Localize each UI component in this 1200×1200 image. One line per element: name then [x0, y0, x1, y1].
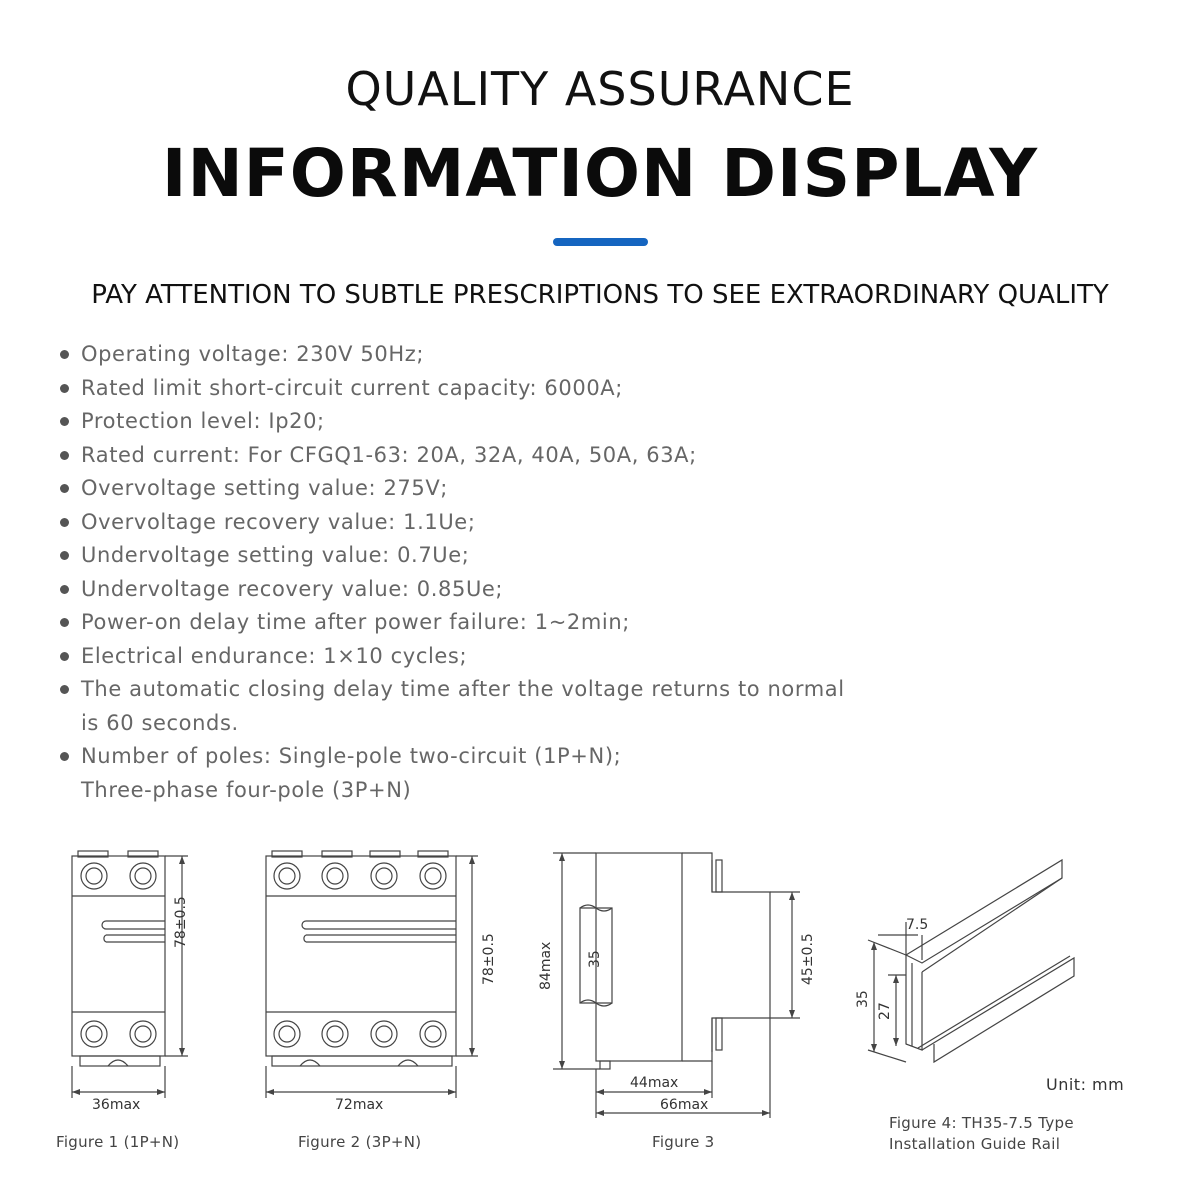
figure-4-caption-line1: Figure 4: TH35-7.5 Type — [889, 1114, 1074, 1132]
spec-item: Overvoltage setting value: 275V; — [58, 472, 918, 506]
figure-4-drawing — [867, 858, 1075, 1064]
figure-2-caption: Figure 2 (3P+N) — [298, 1133, 422, 1151]
spec-text: Protection level: Ip20; — [81, 409, 325, 433]
spec-list: Operating voltage: 230V 50Hz; Rated limit… — [58, 338, 918, 807]
spec-text: Number of poles: Single-pole two-circuit… — [81, 744, 622, 768]
spec-item: Rated current: For CFGQ1-63: 20A, 32A, 4… — [58, 439, 918, 473]
fig3-inner-label: 35 — [587, 950, 603, 968]
spec-item: Overvoltage recovery value: 1.1Ue; — [58, 506, 918, 540]
figure-2-drawing — [265, 850, 478, 1098]
fig4-inner-label: 27 — [877, 1002, 893, 1020]
figure-1-caption: Figure 1 (1P+N) — [56, 1133, 180, 1151]
bullet-icon — [60, 383, 69, 393]
bullet-icon — [60, 685, 69, 694]
fig3-height-label: 84max — [538, 941, 554, 990]
spec-text: is 60 seconds. — [81, 710, 239, 735]
spec-item: The automatic closing delay time after t… — [58, 673, 918, 740]
bullet-icon — [60, 484, 69, 493]
spec-item: Electrical endurance: 1×10 cycles; — [58, 640, 918, 674]
spec-text: Power-on delay time after power failure:… — [81, 610, 630, 634]
fig2-height-label: 78±0.5 — [481, 933, 497, 985]
figure-1-drawing — [71, 850, 188, 1098]
accent-divider — [553, 238, 648, 246]
bullet-icon — [60, 584, 69, 594]
figure-4-caption-line2: Installation Guide Rail — [889, 1135, 1061, 1153]
spec-text: The automatic closing delay time after t… — [81, 677, 845, 701]
spec-item: Operating voltage: 230V 50Hz; — [58, 338, 918, 372]
fig1-width-label: 36max — [92, 1097, 141, 1113]
spec-text: Overvoltage recovery value: 1.1Ue; — [81, 509, 476, 534]
fig3-right-label: 45±0.5 — [800, 933, 816, 985]
fig2-width-label: 72max — [335, 1097, 384, 1113]
fig4-top-label: 7.5 — [906, 917, 929, 933]
unit-label: Unit: mm — [1046, 1075, 1125, 1094]
spec-text: Operating voltage: 230V 50Hz; — [81, 342, 425, 366]
spec-text: Undervoltage recovery value: 0.85Ue; — [81, 576, 504, 601]
spec-text: Electrical endurance: 1×10 cycles; — [81, 643, 468, 668]
spec-text: Rated current: For CFGQ1-63: 20A, 32A, 4… — [81, 442, 697, 467]
bullet-icon — [60, 651, 69, 661]
spec-item: Rated limit short-circuit current capaci… — [58, 372, 918, 406]
spec-text: Rated limit short-circuit current capaci… — [81, 375, 623, 400]
fig3-depth2-label: 66max — [660, 1097, 709, 1113]
bullet-icon — [60, 551, 69, 560]
spec-text: Overvoltage setting value: 275V; — [81, 476, 448, 500]
figure-3-drawing — [553, 852, 800, 1118]
spec-item: Undervoltage setting value: 0.7Ue; — [58, 539, 918, 573]
fig3-depth1-label: 44max — [630, 1075, 679, 1091]
spec-text: Undervoltage setting value: 0.7Ue; — [81, 543, 470, 567]
spec-item: Number of poles: Single-pole two-circuit… — [58, 740, 918, 807]
figure-3-caption: Figure 3 — [652, 1133, 715, 1151]
fig1-height-label: 78±0.5 — [173, 896, 189, 948]
bullet-icon — [60, 450, 69, 460]
bullet-icon — [60, 517, 69, 527]
bullet-icon — [60, 752, 69, 761]
spec-text: Three-phase four-pole (3P+N) — [81, 777, 412, 802]
bullet-icon — [60, 350, 69, 359]
subheading: PAY ATTENTION TO SUBTLE PRESCRIPTIONS TO… — [91, 280, 1109, 310]
heading-information-display: INFORMATION DISPLAY — [161, 135, 1039, 212]
spec-item: Power-on delay time after power failure:… — [58, 606, 918, 640]
heading-quality-assurance: QUALITY ASSURANCE — [345, 62, 855, 116]
bullet-icon — [60, 417, 69, 426]
spec-item: Undervoltage recovery value: 0.85Ue; — [58, 573, 918, 607]
spec-item: Protection level: Ip20; — [58, 405, 918, 439]
fig4-outer-label: 35 — [855, 990, 871, 1008]
bullet-icon — [60, 618, 69, 627]
